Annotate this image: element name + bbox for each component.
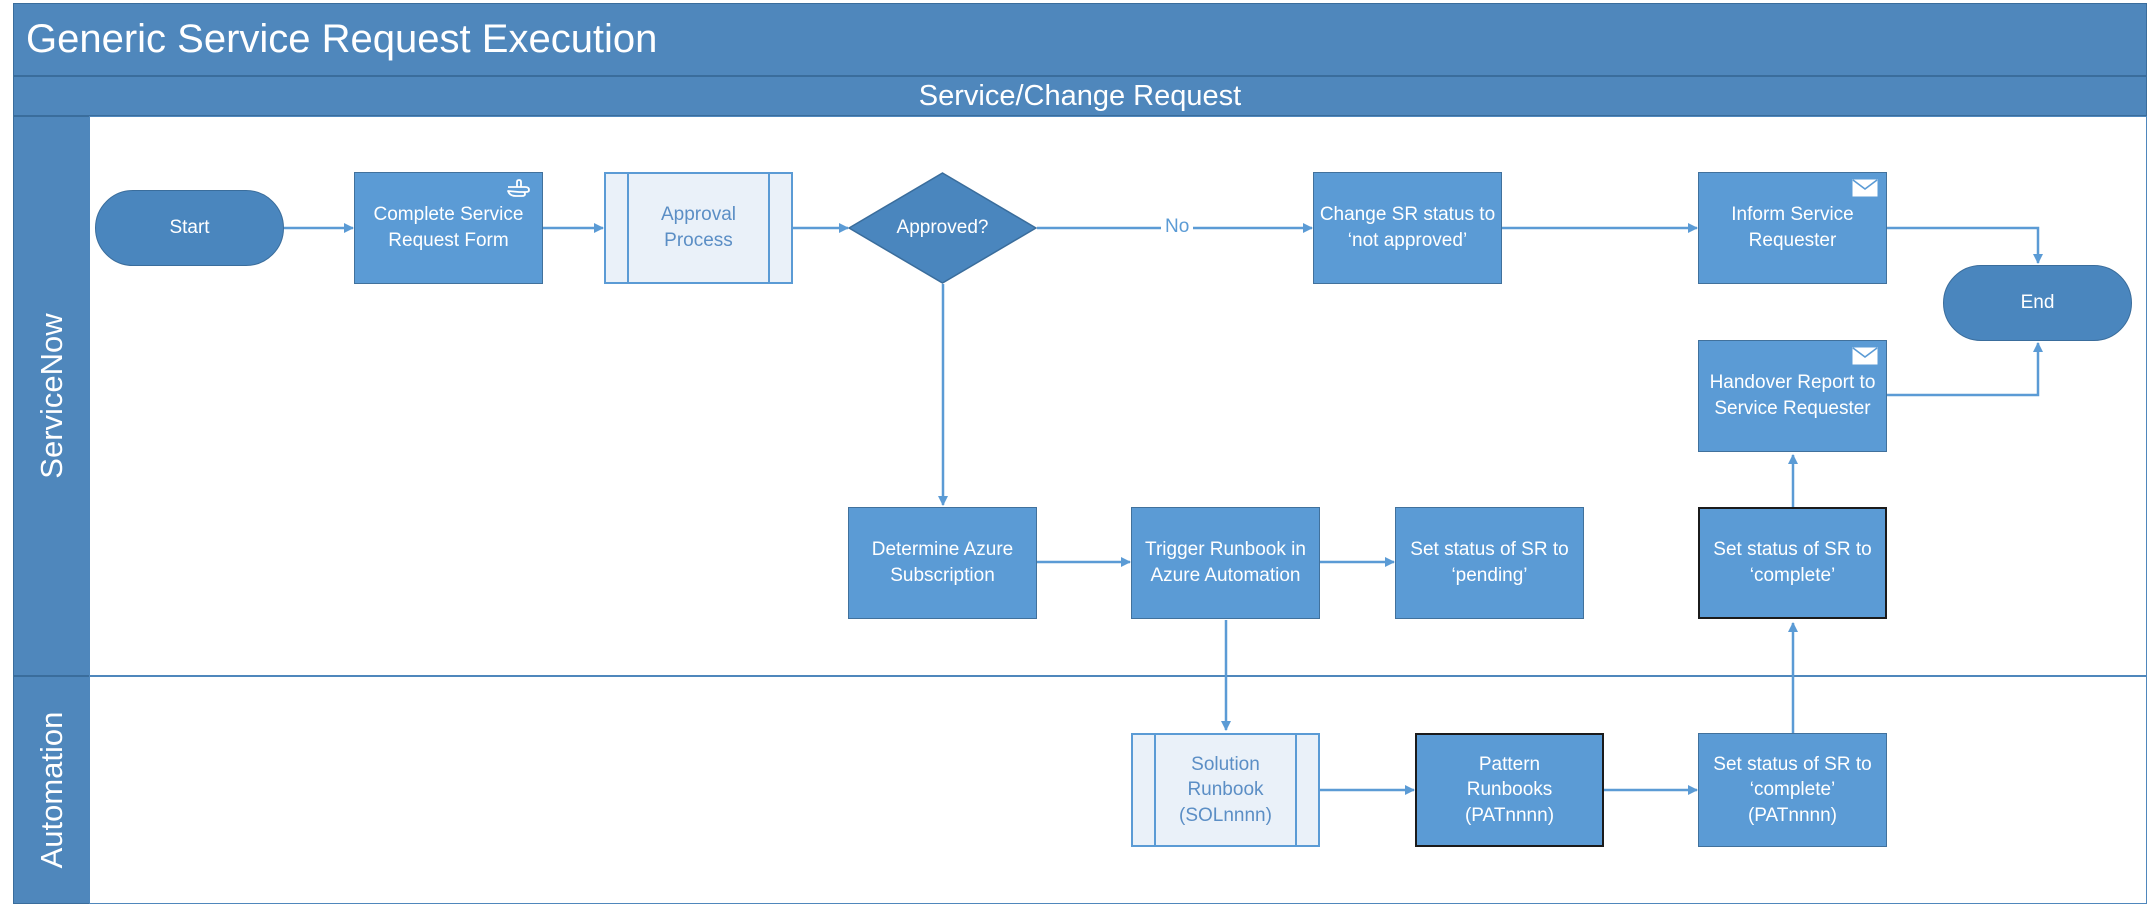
diagram-title: Generic Service Request Execution — [13, 3, 2147, 76]
handover-label: Handover Report to Service Requester — [1709, 372, 1876, 419]
determine-label: Determine Azure Subscription — [871, 539, 1014, 586]
edge-handover-to-end — [1887, 342, 2043, 397]
set-status-pending-step: Set status of SR to ‘pending’ — [1395, 507, 1584, 619]
pool-header-text: Service/Change Request — [918, 79, 1242, 112]
inform-service-requester-step: Inform Service Requester — [1698, 172, 1887, 284]
end-terminator: End — [1943, 265, 2132, 341]
envelope-icon — [1852, 179, 1878, 197]
change-sr-status-not-approved-step: Change SR status to ‘not approved’ — [1313, 172, 1502, 284]
inform-label: Inform Service Requester — [1731, 204, 1854, 251]
envelope-icon — [1852, 347, 1878, 365]
decision-diamond-shape — [848, 172, 1037, 284]
start-label: Start — [169, 217, 210, 239]
pool-header: Service/Change Request — [13, 76, 2147, 116]
handover-report-step: Handover Report to Service Requester — [1698, 340, 1887, 452]
start-terminator: Start — [95, 190, 284, 266]
trigger-runbook-step: Trigger Runbook in Azure Automation — [1131, 507, 1320, 619]
complete-form-label: Complete Service Request Form — [373, 204, 524, 251]
complete-auto-label: Set status of SR to ‘complete’ (PATnnnn) — [1713, 753, 1872, 826]
hand-pointer-icon — [507, 179, 530, 197]
trigger-label: Trigger Runbook in Azure Automation — [1145, 539, 1306, 586]
approval-process-label: Approval Process — [661, 204, 736, 251]
pending-label: Set status of SR to ‘pending’ — [1410, 539, 1569, 586]
approval-process-subprocess: Approval Process — [604, 172, 793, 284]
edge-label-no: No — [1161, 216, 1194, 238]
diagram-title-text: Generic Service Request Execution — [26, 17, 658, 61]
complete-sn-label: Set status of SR to ‘complete’ — [1713, 539, 1872, 586]
set-status-complete-servicenow-step: Set status of SR to ‘complete’ — [1698, 507, 1887, 619]
lane-label-automation: Automation — [13, 676, 90, 904]
pattern-runbooks-step: Pattern Runbooks (PATnnnn) — [1415, 733, 1604, 847]
determine-azure-subscription-step: Determine Azure Subscription — [848, 507, 1037, 619]
set-status-complete-automation-step: Set status of SR to ‘complete’ (PATnnnn) — [1698, 733, 1887, 847]
edge-inform-to-end — [1887, 226, 2043, 264]
end-label: End — [2020, 292, 2055, 314]
solution-runbook-label: Solution Runbook (SOLnnnn) — [1179, 753, 1272, 826]
complete-service-request-form-step: Complete Service Request Form — [354, 172, 543, 284]
not-approved-label: Change SR status to ‘not approved’ — [1319, 204, 1496, 251]
approved-decision: Approved? — [848, 172, 1037, 284]
pattern-runbooks-label: Pattern Runbooks (PATnnnn) — [1464, 753, 1555, 826]
approved-label: Approved? — [896, 217, 989, 238]
solution-runbook-subprocess: Solution Runbook (SOLnnnn) — [1131, 733, 1320, 847]
